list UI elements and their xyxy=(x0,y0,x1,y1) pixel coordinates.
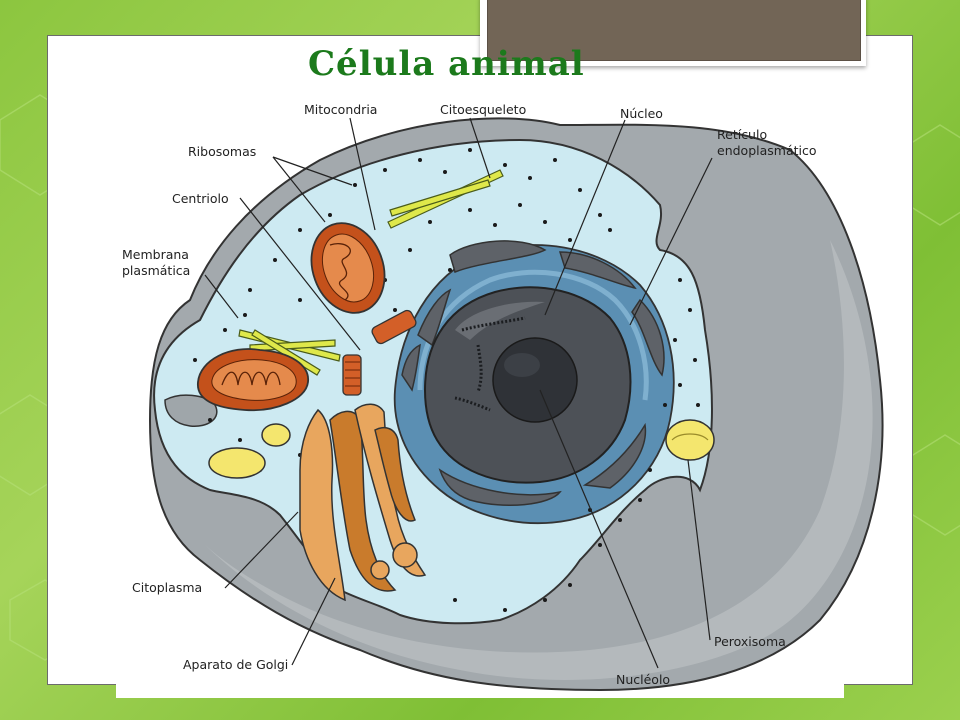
label-ribosomas: Ribosomas xyxy=(188,144,256,159)
nucleolus xyxy=(492,337,578,423)
label-nucleo: Núcleo xyxy=(620,106,663,121)
label-reticulo-line1: Retículo xyxy=(717,127,767,142)
label-citoesqueleto: Citoesqueleto xyxy=(440,102,526,117)
er-cisternae xyxy=(401,240,665,506)
title-decoration-box xyxy=(480,0,866,66)
title-decoration-inner xyxy=(487,0,861,61)
cytoskeleton xyxy=(238,169,504,376)
golgi-apparatus xyxy=(299,403,427,602)
label-peroxisoma: Peroxisoma xyxy=(714,634,786,649)
leader-lines xyxy=(204,117,713,669)
label-centriolo: Centriolo xyxy=(172,191,229,206)
label-nucleolo: Nucléolo xyxy=(616,672,670,687)
centrioles xyxy=(342,309,417,396)
slide-title: Célula animal xyxy=(308,44,585,84)
mitochondria xyxy=(197,222,386,412)
peroxisomes xyxy=(208,419,715,479)
membrane-fold xyxy=(164,394,218,427)
ribosomes xyxy=(193,148,700,612)
label-aparato-golgi: Aparato de Golgi xyxy=(183,657,288,672)
label-citoplasma: Citoplasma xyxy=(132,580,202,595)
label-mitocondria: Mitocondria xyxy=(304,102,377,117)
label-membrana-line1: Membrana xyxy=(122,247,189,262)
label-reticulo-line2: endoplasmático xyxy=(717,143,817,158)
label-membrana-line2: plasmática xyxy=(122,263,190,278)
